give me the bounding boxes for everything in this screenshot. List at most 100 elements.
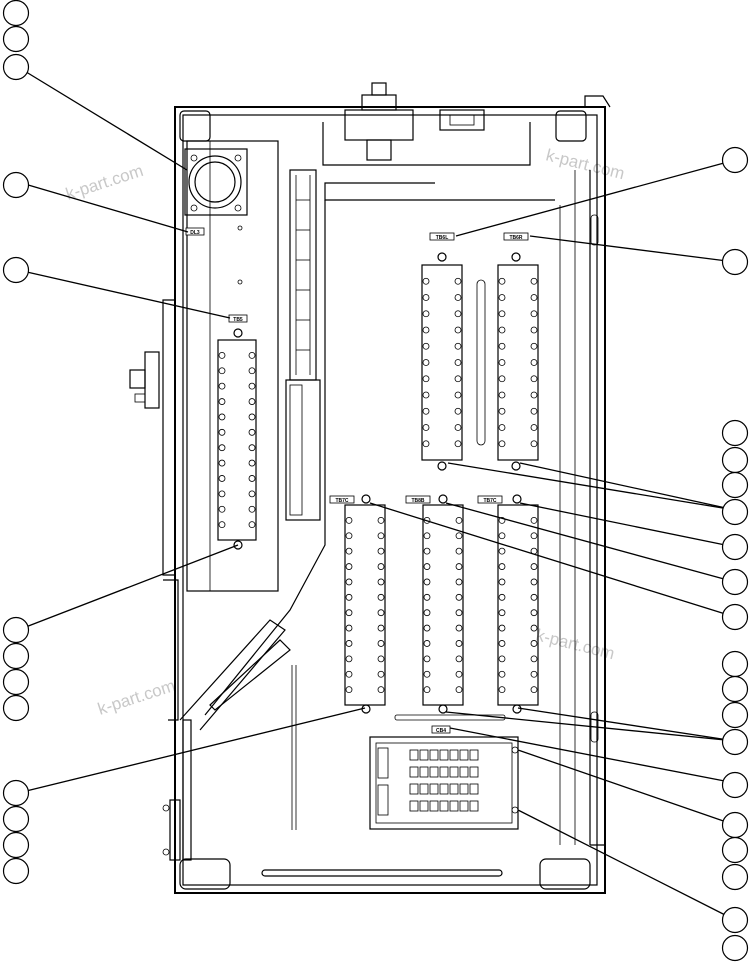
terminal-screw (218, 382, 226, 390)
enclosure-frame (162, 95, 611, 894)
terminal-screw (454, 440, 462, 448)
terminal-screw (454, 359, 462, 366)
terminal-screw (218, 490, 226, 498)
terminal-screw (454, 407, 462, 415)
terminal-screw (218, 351, 226, 359)
terminal-screw (377, 609, 385, 617)
mounting-screw (512, 704, 522, 714)
terminal-screw (530, 655, 538, 663)
callout-bubble (2, 616, 30, 644)
leader-line (17, 544, 239, 631)
terminal-screw (345, 563, 353, 570)
svg-text:TB7C: TB7C (335, 498, 348, 504)
terminal-screw (530, 563, 538, 570)
callout-bubble (721, 650, 749, 678)
mounting-screw (233, 328, 243, 338)
leader-line (519, 462, 736, 511)
relay-block (439, 766, 449, 778)
relay-block (429, 783, 439, 795)
mounting-screw (437, 252, 447, 262)
leader-line (445, 502, 736, 583)
terminal-screw (422, 375, 430, 383)
svg-text:DL3: DL3 (190, 230, 200, 236)
terminal-screw (530, 609, 538, 617)
terminal-screw (530, 310, 538, 318)
relay-block (429, 766, 439, 778)
relay-block (459, 800, 469, 812)
mounting-screw (511, 461, 521, 471)
terminal-screw (454, 277, 462, 285)
terminal-screw (454, 424, 462, 431)
leader-line (17, 707, 366, 794)
terminal-board-tb8b (422, 504, 464, 706)
terminal-screw (345, 516, 353, 524)
terminal-screw (498, 686, 506, 694)
terminal-screw (218, 428, 226, 436)
terminal-screw (454, 342, 462, 350)
callout-bubble (2, 857, 30, 885)
callout-bubble (721, 568, 749, 596)
cb4-tag: CB4 (431, 725, 451, 734)
terminal-screw (218, 475, 226, 482)
terminal-screw (530, 294, 538, 301)
leader-line (449, 727, 736, 784)
terminal-screw (423, 640, 431, 647)
callout-bubble (721, 146, 749, 174)
callout-bubble (721, 863, 749, 891)
terminal-board-tb7c-left (344, 504, 386, 706)
leader-line (17, 269, 231, 319)
terminal-screw (248, 521, 256, 529)
terminal-screw (218, 398, 226, 405)
terminal-screw (248, 413, 256, 421)
terminal-screw (345, 547, 353, 555)
watermark-1: k-part.com (63, 161, 145, 204)
svg-text:TB8B: TB8B (411, 498, 424, 504)
leader-line (517, 809, 736, 921)
terminal-screw (530, 593, 538, 601)
terminal-screw (498, 578, 506, 586)
terminal-screw (455, 670, 463, 678)
terminal-screw (248, 367, 256, 375)
callout-bubble (2, 256, 30, 284)
relay-block (469, 800, 479, 812)
leader-line (17, 66, 188, 171)
terminal-screw (423, 532, 431, 540)
terminal-screw (455, 532, 463, 540)
terminal-screw (218, 521, 226, 529)
terminal-screw (423, 670, 431, 678)
callout-bubble (721, 934, 749, 962)
relay-block (449, 800, 459, 812)
relay-block (439, 800, 449, 812)
callout-bubble (721, 811, 749, 839)
terminal-screw (423, 593, 431, 601)
terminal-screw (498, 593, 506, 601)
terminal-screw (455, 686, 463, 694)
cable-duct (179, 169, 555, 830)
callout-bubble (721, 446, 749, 474)
terminal-screw (455, 593, 463, 601)
terminal-screw (530, 391, 538, 399)
terminal-screw (218, 459, 226, 467)
terminal-screw (454, 326, 462, 334)
terminal-screw (455, 547, 463, 555)
terminal-screw (498, 670, 506, 678)
terminal-screw (377, 593, 385, 601)
tb6l-tag: TB6L (429, 232, 455, 241)
terminal-screw (422, 359, 430, 366)
terminal-screw (455, 624, 463, 632)
terminal-screw (248, 444, 256, 452)
callout-bubble (721, 471, 749, 499)
relay-block (449, 783, 459, 795)
terminal-screw (530, 624, 538, 632)
terminal-screw (422, 277, 430, 285)
terminal-screw (345, 624, 353, 632)
leader-line (445, 711, 736, 742)
terminal-screw (454, 375, 462, 383)
terminal-screw (530, 440, 538, 448)
circuit-board (369, 736, 519, 830)
callout-bubble (721, 603, 749, 631)
terminal-screw (248, 459, 256, 467)
terminal-screw (530, 326, 538, 334)
terminal-screw (423, 563, 431, 570)
